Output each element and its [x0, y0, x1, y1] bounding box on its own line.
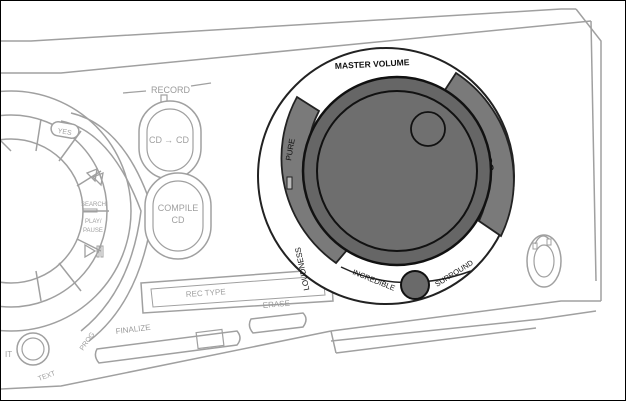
panel-outline: [1, 8, 602, 390]
text-button[interactable]: [16, 332, 50, 366]
search-slot: [82, 208, 98, 213]
text-label: TEXT: [37, 370, 57, 383]
finalize-label: FINALIZE: [115, 323, 151, 336]
search-label: SEARCH: [81, 202, 106, 208]
headphone-jack[interactable]: [526, 234, 562, 288]
play-label: PLAY/: [85, 219, 102, 225]
record-label: RECORD: [151, 85, 191, 95]
yes-label: YES: [57, 128, 72, 137]
prog-label: PROG: [79, 331, 97, 352]
cd-to-cd-arrow: →: [164, 135, 173, 145]
master-volume-knob[interactable]: [301, 75, 493, 267]
play-pause-icon[interactable]: [84, 243, 104, 259]
compile-label-line2: CD: [172, 215, 185, 225]
erase-label: ERASE: [262, 299, 290, 310]
edit-fragment-label: IT: [5, 350, 12, 359]
loudness-indicator: [286, 176, 293, 190]
finalize-button[interactable]: [94, 328, 241, 364]
headphones-icon: [532, 235, 552, 250]
yes-button[interactable]: YES: [50, 121, 80, 140]
rec-type-label: REC TYPE: [186, 287, 226, 299]
cd-to-cd-right-label: CD: [176, 135, 189, 145]
pure-label: PURE: [284, 138, 297, 161]
knob-dimple: [410, 111, 446, 147]
erase-button[interactable]: [248, 312, 307, 334]
cd-to-cd-left-label: CD: [149, 135, 162, 145]
cd-to-cd-button[interactable]: CD → CD: [138, 100, 202, 180]
rec-type-panel: REC TYPE: [140, 268, 334, 314]
surround-button[interactable]: [400, 270, 430, 300]
jog-wheel[interactable]: [1, 90, 132, 332]
rewind-triangles-icon[interactable]: [85, 167, 104, 187]
compile-cd-button[interactable]: COMPILE CD: [144, 172, 212, 260]
compile-label-line1: COMPILE: [158, 203, 199, 213]
pause-label: PAUSE: [83, 228, 103, 234]
record-section: RECORD: [122, 82, 212, 104]
master-volume-label: MASTER VOLUME: [335, 57, 410, 71]
